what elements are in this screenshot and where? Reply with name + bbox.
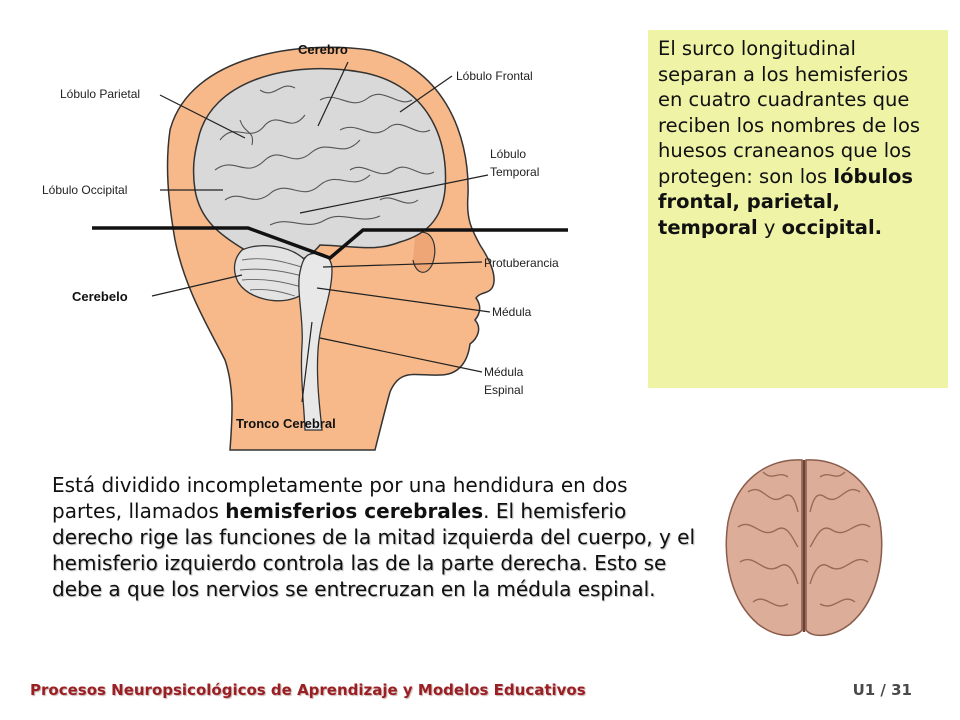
label-medula-espinal-line1: Médula xyxy=(484,365,524,379)
label-medula: Médula xyxy=(492,305,532,319)
label-lobulo-temporal-line1: Lóbulo xyxy=(490,147,526,161)
label-cerebro: Cerebro xyxy=(298,42,348,57)
cutting-plane-line xyxy=(92,226,568,260)
brain-shape xyxy=(192,67,447,266)
brain-top-view-image xyxy=(725,459,883,637)
brainstem-shape xyxy=(298,252,333,431)
callout-occipital-bold: occipital. xyxy=(781,215,883,239)
brain-folds xyxy=(214,85,435,226)
lobes-callout: El surco longitudinal separan a los hemi… xyxy=(648,30,948,388)
label-protuberancia: Protuberancia xyxy=(484,256,559,270)
label-tronco-cerebral: Tronco Cerebral xyxy=(236,416,336,431)
cerebellum-shape xyxy=(233,245,312,302)
ear-shape xyxy=(412,231,436,273)
brain-top-folds xyxy=(737,471,871,607)
body-shadow-text: El hemisferio derecho rige las funciones… xyxy=(52,499,696,601)
footer-course-title: Procesos Neuropsicológicos de Aprendizaj… xyxy=(30,681,586,699)
body-period: . xyxy=(483,499,496,523)
callout-lobes-bold: lóbulos frontal, parietal, temporal xyxy=(658,164,914,239)
label-lobulo-parietal: Lóbulo Parietal xyxy=(60,87,140,101)
brain-diagram: Cerebro Lóbulo Parietal Lóbulo Frontal L… xyxy=(42,42,568,451)
hemispheres-paragraph: Está dividido incompletamente por una he… xyxy=(52,472,702,602)
body-hemispheres-bold: hemisferios cerebrales xyxy=(225,499,484,523)
label-cerebelo: Cerebelo xyxy=(72,289,128,304)
label-medula-espinal-line2: Espinal xyxy=(484,383,523,397)
body-intro: Está dividido incompletamente por una he… xyxy=(52,473,628,523)
label-lobulo-temporal-line2: Temporal xyxy=(490,165,539,179)
footer-page-number: U1 / 31 xyxy=(852,681,912,699)
label-lobulo-frontal: Lóbulo Frontal xyxy=(456,69,533,83)
leader-lines xyxy=(151,61,491,403)
callout-intro: El surco longitudinal separan a los hemi… xyxy=(658,37,921,188)
brain-left-hemisphere xyxy=(725,459,803,637)
label-lobulo-occipital: Lóbulo Occipital xyxy=(42,183,127,197)
callout-connector: y xyxy=(757,215,782,239)
brain-right-hemisphere xyxy=(805,459,883,637)
